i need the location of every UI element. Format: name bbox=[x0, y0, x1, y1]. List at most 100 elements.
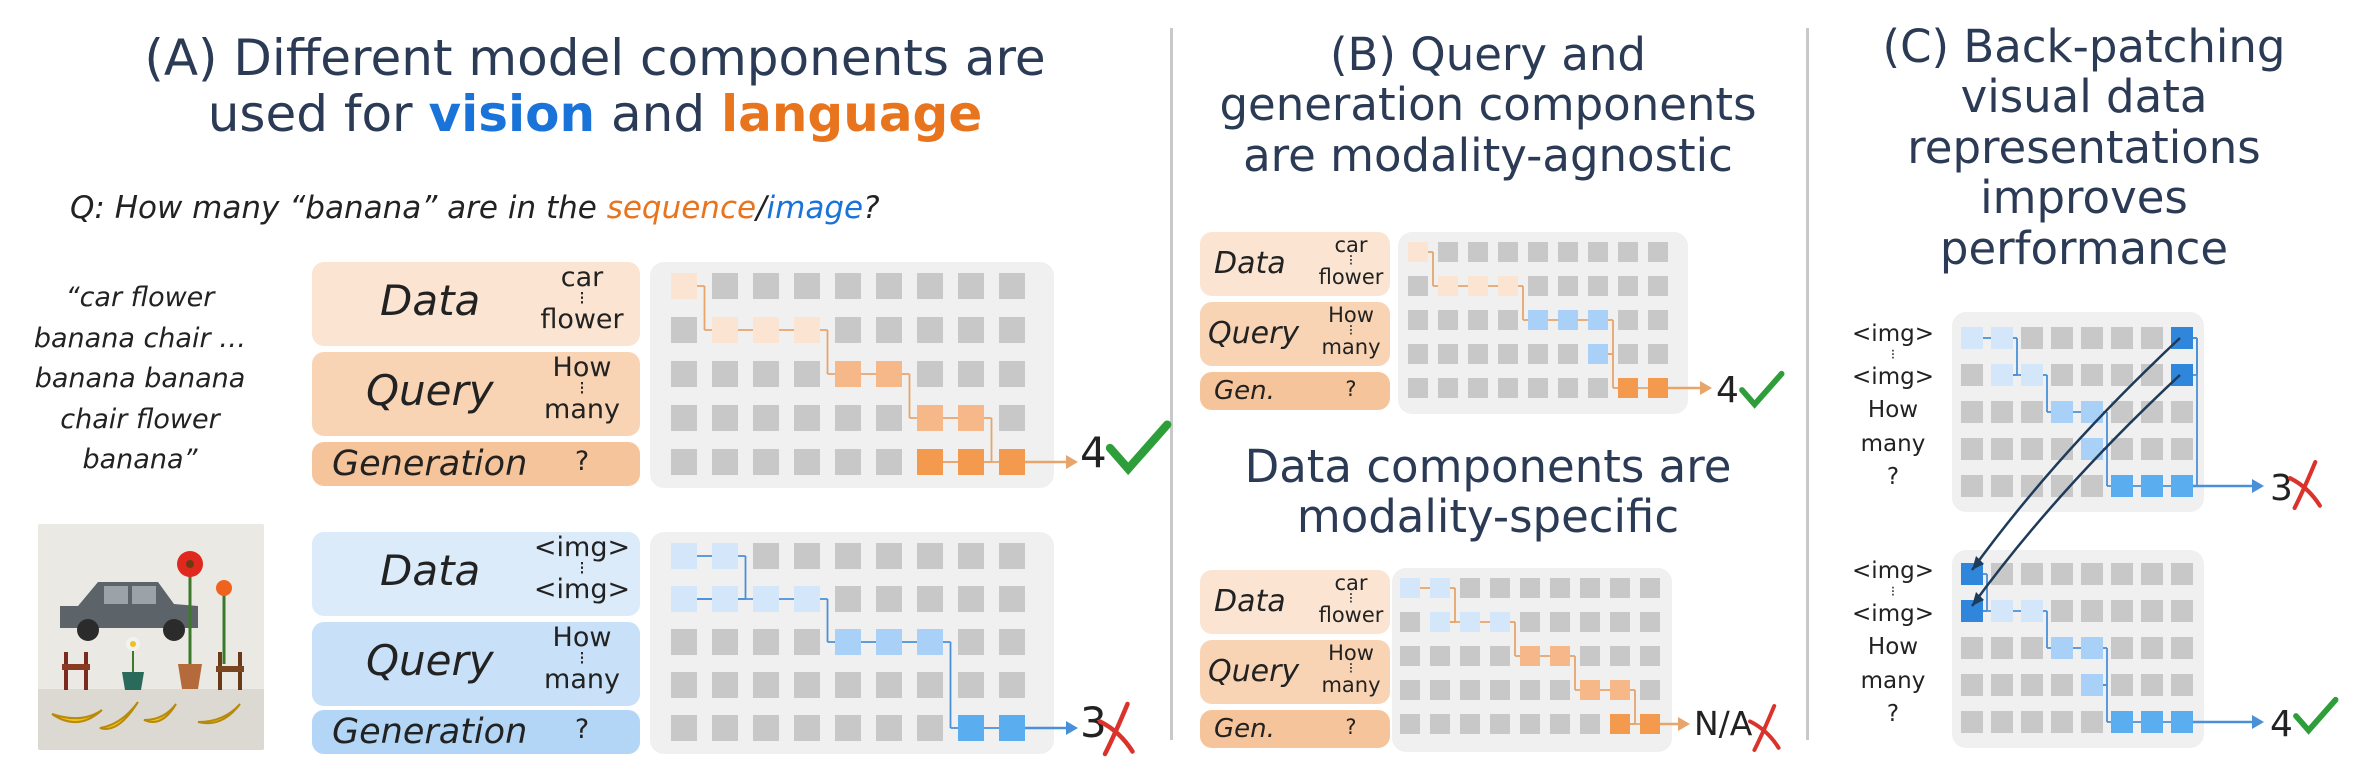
grid-cell-active bbox=[999, 715, 1025, 741]
grid-cell bbox=[1438, 378, 1458, 398]
grid-cell bbox=[2141, 364, 2163, 386]
cross-mark-icon bbox=[1097, 719, 1135, 754]
grid-cell bbox=[2111, 327, 2133, 349]
grid-cell-active bbox=[1460, 612, 1480, 632]
grid-cell bbox=[1498, 378, 1518, 398]
grid-cell bbox=[1460, 578, 1480, 598]
grid-cell bbox=[2081, 711, 2103, 733]
grid-cell bbox=[917, 586, 943, 612]
grid-cell bbox=[2021, 401, 2043, 423]
grid-cell bbox=[1618, 310, 1638, 330]
grid-cell bbox=[917, 672, 943, 698]
section-b-title2-line: Data components are bbox=[1244, 440, 1732, 493]
token-many: many bbox=[1860, 667, 1926, 694]
title-vision: vision bbox=[428, 85, 596, 143]
grid-cell-active bbox=[753, 586, 779, 612]
b-bottom-data-box: Data car ⁝ flower bbox=[1200, 570, 1390, 634]
grid-cell bbox=[1408, 344, 1428, 364]
grid-cell bbox=[1528, 344, 1548, 364]
grid-cell bbox=[2081, 475, 2103, 497]
grid-cell bbox=[1588, 378, 1608, 398]
grid-cell bbox=[999, 361, 1025, 387]
answer-value: 4 bbox=[1716, 370, 1739, 411]
grid-cell-active bbox=[2021, 600, 2043, 622]
arrow-head-icon bbox=[1972, 556, 1984, 570]
grid-cell-active bbox=[1991, 364, 2013, 386]
text-sequence-quote: “car flower banana chair … banana banana… bbox=[20, 278, 260, 481]
grid-cell bbox=[2051, 563, 2073, 585]
grid-cell bbox=[999, 405, 1025, 431]
grid-cell bbox=[835, 543, 861, 569]
grid-cell bbox=[2051, 711, 2073, 733]
grid-cell bbox=[1468, 344, 1488, 364]
grid-cell bbox=[671, 629, 697, 655]
grid-cell-active bbox=[876, 361, 902, 387]
a-image-data-tokens: <img> ⁝ <img> bbox=[527, 533, 637, 604]
title-used-for: used for bbox=[207, 85, 429, 143]
grid-cell bbox=[1408, 310, 1428, 330]
token-car: car bbox=[1334, 571, 1368, 595]
grid-cell bbox=[1961, 475, 1983, 497]
grid-cell bbox=[1550, 680, 1570, 700]
grid-cell bbox=[2141, 674, 2163, 696]
grid-cell-active bbox=[958, 405, 984, 431]
grid-cell-active bbox=[1648, 378, 1668, 398]
grid-cell bbox=[2111, 438, 2133, 460]
a-text-gen-label: Generation bbox=[332, 444, 528, 484]
token-flower: flower bbox=[540, 303, 624, 335]
b-top-data-box: Data car ⁝ flower bbox=[1200, 232, 1390, 296]
grid-cell bbox=[1610, 612, 1630, 632]
grid-cell bbox=[2081, 563, 2103, 585]
grid-cell-active bbox=[1961, 563, 1983, 585]
section-b-title-line: are modality-agnostic bbox=[1243, 128, 1733, 182]
grid-cell bbox=[1640, 680, 1660, 700]
token-how: How bbox=[1328, 641, 1374, 665]
grid-cell bbox=[999, 543, 1025, 569]
b-top-gen-label: Gen. bbox=[1214, 376, 1275, 406]
a-text-gen-token: ? bbox=[574, 446, 590, 477]
grid-cell bbox=[1640, 646, 1660, 666]
grid-cell bbox=[1640, 612, 1660, 632]
grid-cell-active bbox=[2141, 475, 2163, 497]
arrow-head-icon bbox=[1678, 717, 1690, 731]
grid-cell bbox=[999, 629, 1025, 655]
grid-cell bbox=[1991, 438, 2013, 460]
grid-cell-active bbox=[671, 273, 697, 299]
a-image-query-box: Query How ⁝ many bbox=[312, 622, 640, 706]
grid-cell-active bbox=[1468, 276, 1488, 296]
grid-cell bbox=[2051, 438, 2073, 460]
grid-cell bbox=[1490, 578, 1510, 598]
grid-cell bbox=[2141, 401, 2163, 423]
grid-cell bbox=[794, 361, 820, 387]
arrow-head-icon bbox=[2252, 479, 2264, 493]
grid-cell bbox=[958, 543, 984, 569]
token-how: How bbox=[1867, 397, 1919, 424]
section-b-title-line: (B) Query and bbox=[1329, 28, 1646, 81]
grid-cell bbox=[1648, 242, 1668, 262]
grid-cell bbox=[1558, 378, 1578, 398]
grid-cell bbox=[2111, 600, 2133, 622]
b-top-query-label: Query bbox=[1208, 316, 1300, 351]
grid-cell-active bbox=[2051, 401, 2073, 423]
grid-cell bbox=[958, 317, 984, 343]
cross-mark-icon bbox=[2287, 476, 2322, 508]
grid-cell bbox=[2111, 674, 2133, 696]
grid-cell bbox=[712, 715, 738, 741]
arrow-head-icon bbox=[1972, 592, 1984, 606]
grid-cell bbox=[753, 449, 779, 475]
grid-cell bbox=[1430, 714, 1450, 734]
grid-cell bbox=[917, 715, 943, 741]
grid-cell bbox=[2111, 637, 2133, 659]
token-many: many bbox=[544, 663, 620, 695]
grid-cell bbox=[1558, 276, 1578, 296]
grid-cell bbox=[1468, 242, 1488, 262]
grid-cell bbox=[917, 361, 943, 387]
b-bottom-gen-box: Gen. ? bbox=[1200, 710, 1390, 748]
token-question: ? bbox=[1886, 701, 1900, 728]
token-img: <img> bbox=[1852, 558, 1934, 584]
grid-cell bbox=[2141, 600, 2163, 622]
grid-cell bbox=[1490, 714, 1510, 734]
question-prefix: Q: How many “banana” are in the bbox=[70, 190, 607, 226]
grid-cell bbox=[753, 629, 779, 655]
grid-cell-active bbox=[1558, 310, 1578, 330]
